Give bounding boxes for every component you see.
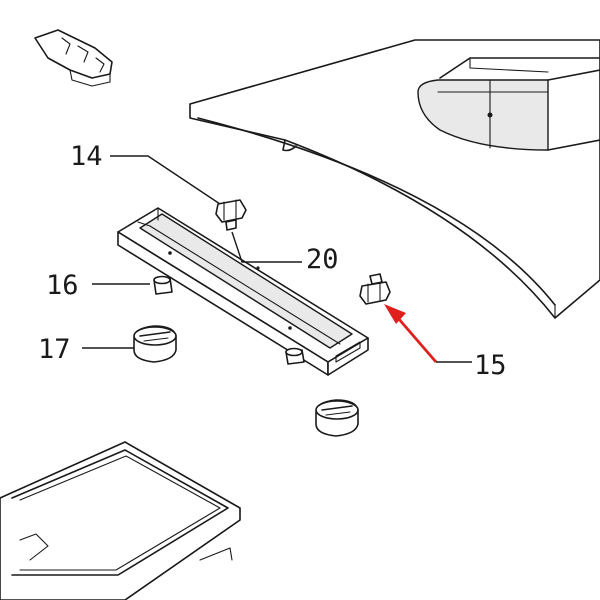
bushing-part-16 [153, 275, 173, 295]
partial-component-top-left [34, 29, 113, 87]
highlight-arrow [384, 304, 472, 363]
top-cover-panel [189, 39, 600, 319]
knob-round-center [315, 399, 359, 437]
channel-bar-part-20 [117, 207, 369, 376]
clip-part-15 [359, 273, 391, 305]
bushing-small [285, 347, 305, 365]
callout-label-16: 16 [46, 270, 79, 301]
clip-part-14 [215, 199, 247, 231]
callout-label-15: 15 [474, 350, 507, 381]
callout-label-17: 17 [38, 334, 71, 365]
knob-part-17 [133, 325, 177, 363]
callout-label-20: 20 [306, 244, 339, 275]
cover-window [417, 57, 600, 151]
bottom-tray-panel [0, 441, 241, 600]
callout-label-14: 14 [70, 141, 103, 172]
leader-lines [82, 155, 302, 349]
